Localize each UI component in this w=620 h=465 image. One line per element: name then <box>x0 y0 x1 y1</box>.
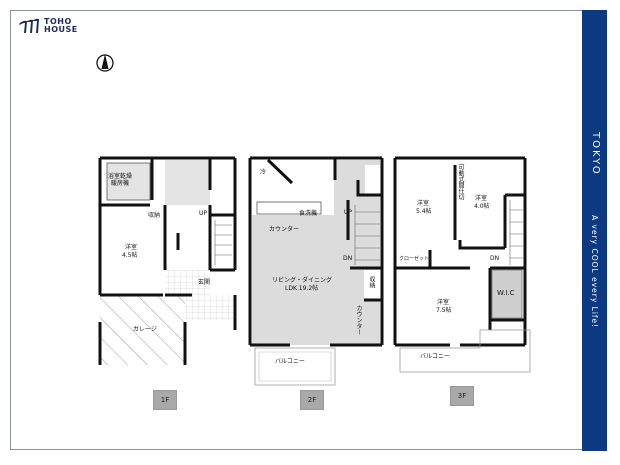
label-room3-3f-size: 7.5帖 <box>436 307 452 314</box>
label-partition: 可動式間仕切 <box>457 164 464 200</box>
logo-mark-icon <box>19 18 39 33</box>
label-room1-3f: 洋室 <box>417 200 430 207</box>
label-balcony-2f: バルコニー <box>275 358 305 365</box>
label-balcony-3f: バルコニー <box>420 353 450 360</box>
label-room2-3f-size: 4.0帖 <box>474 203 490 210</box>
floor-2-plan <box>248 156 384 386</box>
label-counter-2: カウンター <box>355 305 362 335</box>
label-room1-3f-size: 5.4帖 <box>416 208 432 215</box>
label-bath-dryer: 浴室乾燥 暖房機 <box>108 173 133 187</box>
side-band: TOKYO A very COOL every Life! <box>582 10 607 451</box>
label-storage-1f: 収納 <box>148 212 161 219</box>
label-dishwasher: 食洗機 <box>299 210 318 217</box>
floor-tag-3f[interactable]: 3F <box>450 386 474 406</box>
page-frame <box>10 10 582 450</box>
brand-name-line2: HOUSE <box>44 25 78 34</box>
label-wic: W.I.C <box>497 289 515 297</box>
label-ldk-size: LDK 19.2帖 <box>285 285 319 292</box>
brand-name-line1: TOHO <box>44 17 72 26</box>
label-ldk: リビング・ダイニング <box>272 277 333 284</box>
floor-tag-2f[interactable]: 2F <box>300 390 324 410</box>
label-storage-2f: 収納 <box>368 276 375 288</box>
label-fridge: 冷 <box>260 169 267 176</box>
label-dn-3f: DN <box>490 255 500 262</box>
floor-3-plan <box>393 156 531 373</box>
label-counter: カウンター <box>269 226 300 233</box>
label-up-2f: UP <box>344 209 353 216</box>
floor-1-plan <box>98 156 237 365</box>
label-dn-2f: DN <box>343 255 353 262</box>
label-room3-3f: 洋室 <box>437 299 450 306</box>
label-closet: クローゼット <box>399 256 430 262</box>
label-room-1f: 洋室 <box>125 244 138 251</box>
floor-tag-1f[interactable]: 1F <box>153 390 177 410</box>
label-garage: ガレージ <box>133 326 157 333</box>
label-up-1f: UP <box>199 210 208 217</box>
label-entrance: 玄関 <box>198 279 211 286</box>
brand-logo: TOHO HOUSE <box>18 18 78 34</box>
north-arrow-icon <box>96 54 114 72</box>
label-room-1f-size: 4.5帖 <box>122 252 138 259</box>
label-room2-3f: 洋室 <box>475 195 488 202</box>
